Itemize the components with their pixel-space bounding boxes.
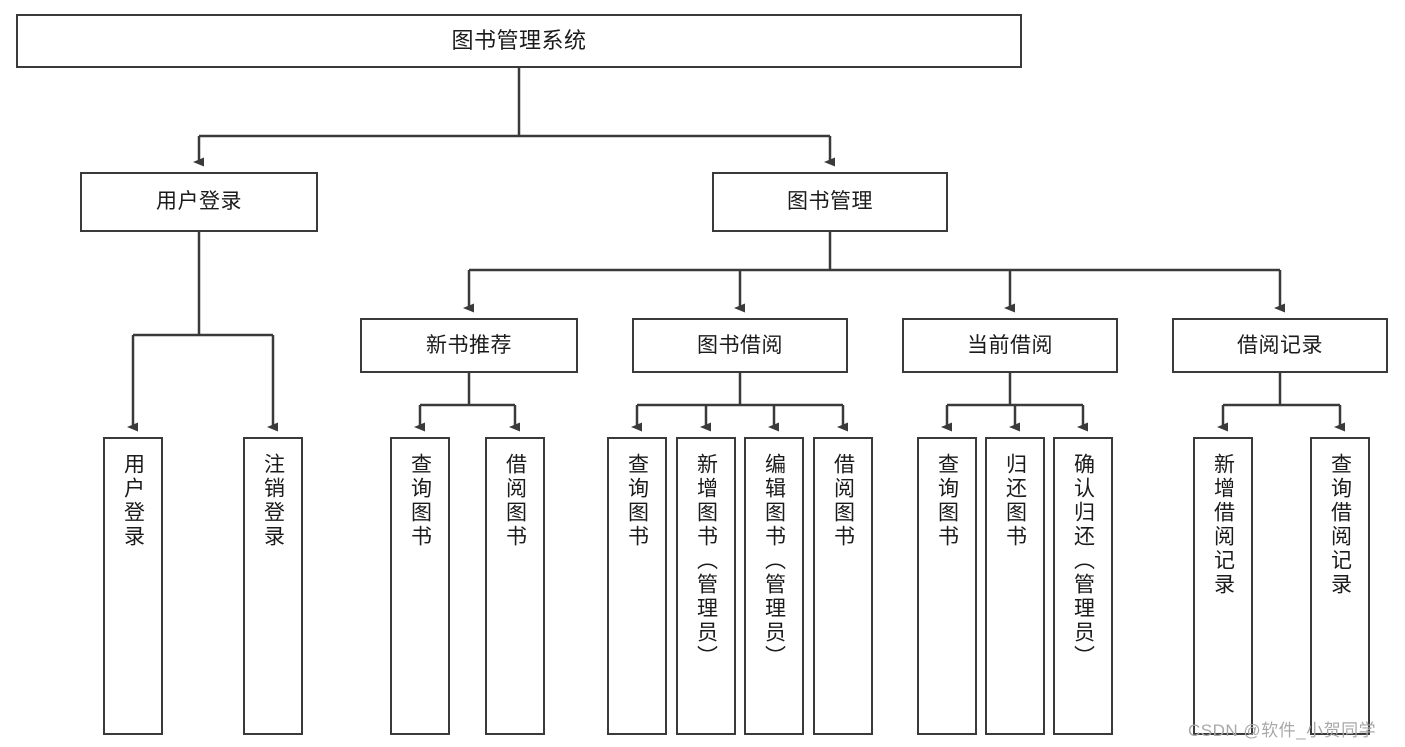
node-leaf-query-book-cur-label: 查询图书 xyxy=(935,453,959,549)
node-leaf-add-book-label: 新增图书（管理员） xyxy=(694,453,718,669)
node-leaf-query-book-cur[interactable]: 查询图书 xyxy=(917,437,977,735)
csdn-watermark: CSDN @软件_小贺同学 xyxy=(1188,721,1377,740)
node-leaf-add-record[interactable]: 新增借阅记录 xyxy=(1193,437,1253,735)
node-leaf-return-book[interactable]: 归还图书 xyxy=(985,437,1045,735)
node-user-login[interactable]: 用户登录 xyxy=(80,172,318,232)
node-leaf-query-book-borrow-label: 查询图书 xyxy=(625,453,649,549)
node-leaf-confirm-return[interactable]: 确认归还（管理员） xyxy=(1053,437,1113,735)
node-book-borrow-label: 图书借阅 xyxy=(697,333,783,357)
node-leaf-edit-book-label: 编辑图书（管理员） xyxy=(762,453,786,669)
node-leaf-add-book[interactable]: 新增图书（管理员） xyxy=(676,437,736,735)
node-leaf-query-record-label: 查询借阅记录 xyxy=(1328,453,1352,597)
node-leaf-add-record-label: 新增借阅记录 xyxy=(1211,453,1235,597)
node-leaf-return-book-label: 归还图书 xyxy=(1003,453,1027,549)
node-new-book-rec-label: 新书推荐 xyxy=(426,333,512,357)
node-leaf-user-login[interactable]: 用户登录 xyxy=(103,437,163,735)
node-leaf-borrow-book-rec-label: 借阅图书 xyxy=(503,453,527,549)
node-user-login-label: 用户登录 xyxy=(156,190,242,214)
node-book-manage-label: 图书管理 xyxy=(787,190,873,214)
node-book-manage[interactable]: 图书管理 xyxy=(712,172,948,232)
node-leaf-edit-book[interactable]: 编辑图书（管理员） xyxy=(744,437,804,735)
node-borrow-record-label: 借阅记录 xyxy=(1237,333,1323,357)
node-leaf-borrow-book-label: 借阅图书 xyxy=(831,453,855,549)
node-borrow-record[interactable]: 借阅记录 xyxy=(1172,318,1388,373)
node-leaf-borrow-book-rec[interactable]: 借阅图书 xyxy=(485,437,545,735)
node-root[interactable]: 图书管理系统 xyxy=(16,14,1022,68)
node-leaf-query-book-rec-label: 查询图书 xyxy=(408,453,432,549)
node-leaf-query-record[interactable]: 查询借阅记录 xyxy=(1310,437,1370,735)
node-leaf-user-logout[interactable]: 注销登录 xyxy=(243,437,303,735)
node-new-book-rec[interactable]: 新书推荐 xyxy=(360,318,578,373)
node-root-label: 图书管理系统 xyxy=(451,27,587,53)
node-book-borrow[interactable]: 图书借阅 xyxy=(632,318,848,373)
node-leaf-confirm-return-label: 确认归还（管理员） xyxy=(1071,453,1095,669)
node-current-borrow-label: 当前借阅 xyxy=(967,333,1053,357)
node-leaf-user-login-label: 用户登录 xyxy=(121,453,145,549)
node-leaf-query-book-rec[interactable]: 查询图书 xyxy=(390,437,450,735)
node-leaf-query-book-borrow[interactable]: 查询图书 xyxy=(607,437,667,735)
node-current-borrow[interactable]: 当前借阅 xyxy=(902,318,1118,373)
node-leaf-borrow-book[interactable]: 借阅图书 xyxy=(813,437,873,735)
node-leaf-user-logout-label: 注销登录 xyxy=(261,453,285,549)
